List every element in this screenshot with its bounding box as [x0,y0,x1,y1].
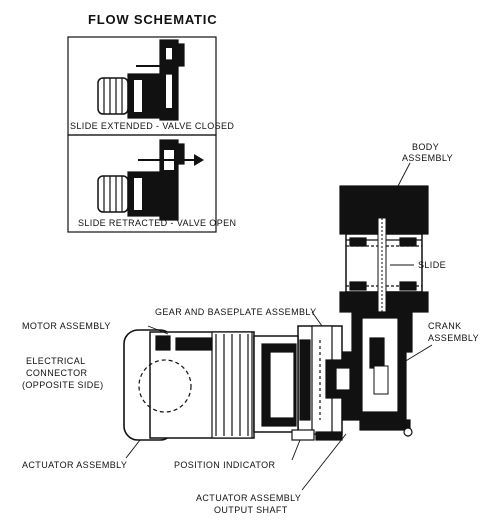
schematic-panel-bottom [67,134,217,233]
label-crank-2: ASSEMBLY [428,333,480,343]
label-output-shaft-2: OUTPUT SHAFT [214,505,288,515]
label-slide: SLIDE [418,260,447,270]
label-connector-1: ELECTRICAL [26,356,86,366]
label-gear-baseplate: GEAR AND BASEPLATE ASSEMBLY [155,307,317,317]
electrical-connector-hidden [138,359,192,413]
flow-schematic-title: FLOW SCHEMATIC [88,12,218,27]
label-body-assembly-2: ASSEMBLY [402,153,454,163]
schematic-top-flow-arrow [136,61,172,71]
schematic-top-motor [97,73,161,119]
label-output-shaft-1: ACTUATOR ASSEMBLY [196,493,302,503]
panel-top-caption: SLIDE EXTENDED - VALVE CLOSED [70,121,235,131]
label-position-indicator: POSITION INDICATOR [174,460,276,470]
schematic-top-valve [159,39,185,121]
leader-lines [125,162,433,491]
label-connector-2: CONNECTOR [26,368,88,378]
schematic-bottom-valve [159,139,185,221]
crank-housing [333,311,413,437]
panel-bottom-caption: SLIDE RETRACTED - VALVE OPEN [78,218,237,228]
gear-baseplate-assembly [297,325,351,435]
label-motor-assembly: MOTOR ASSEMBLY [22,321,111,331]
schematic-bottom-flow-arrow [138,154,204,166]
position-indicator [291,429,343,441]
label-connector-3: (OPPOSITE SIDE) [22,380,104,390]
schematic-bottom-motor [97,171,161,217]
motor-assembly [123,329,299,441]
label-actuator-assembly: ACTUATOR ASSEMBLY [22,460,128,470]
label-body-assembly-1: BODY [412,142,440,152]
label-crank-1: CRANK [428,321,462,331]
